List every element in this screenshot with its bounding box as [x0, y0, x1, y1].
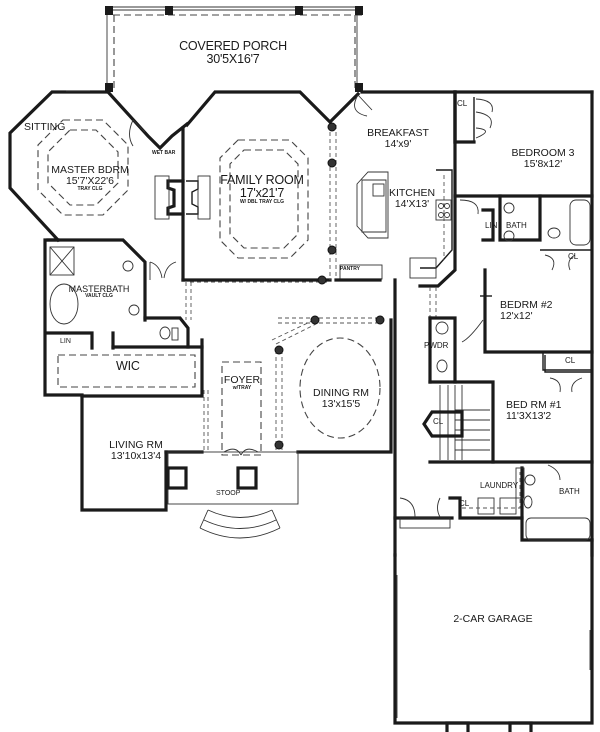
room-masterbath: MASTERBATH VAULT CLG — [64, 284, 134, 300]
bath-label: BATH — [506, 221, 527, 230]
room-sitting: SITTING — [24, 121, 66, 133]
room-name: LIVING RM — [109, 439, 163, 451]
room-powder: PWDR — [424, 341, 449, 350]
room-name: MASTER BDRM — [51, 164, 129, 176]
closet-label: CL — [459, 499, 470, 508]
laundry-bath-walls — [393, 464, 594, 542]
room-dining: DINING RM 13'x15'5 — [306, 387, 376, 411]
room-wic: WIC — [116, 359, 140, 373]
label-linen: LIN — [485, 221, 498, 230]
room-name: BED RM #1 — [506, 399, 562, 411]
room-laundry: LAUNDRY — [480, 481, 519, 490]
room-dimensions: 11'3X13'2 — [506, 410, 552, 423]
label-linen-master: LIN — [60, 338, 71, 345]
label-wet-bar: WET BAR — [152, 150, 176, 156]
covered-porch-outline — [105, 6, 363, 92]
right-wing-walls — [393, 278, 594, 557]
room-bath-garage: BATH — [559, 487, 580, 496]
room-dimensions: 15'8x12' — [523, 158, 563, 171]
room-name: WIC — [116, 359, 140, 373]
label-stoop: STOOP — [216, 490, 240, 497]
room-dimensions: 14'x9' — [384, 138, 412, 151]
room-name: 2-CAR GARAGE — [453, 613, 533, 625]
room-name: SITTING — [24, 121, 66, 133]
room-name: DINING RM — [313, 387, 369, 399]
foyer-dining-walls — [185, 282, 393, 456]
room-name: BREAKFAST — [367, 127, 429, 139]
room-dimensions: 13'x15'5 — [321, 398, 361, 411]
room-bedroom-3: BEDROOM 3 15'8x12' — [498, 147, 588, 171]
closet-label: CL — [568, 252, 579, 261]
room-name: STOOP — [216, 490, 241, 497]
room-name: BEDRM #2 — [500, 299, 553, 311]
closet-bedroom-1: CL — [565, 356, 576, 365]
bedroom-2-walls — [461, 268, 594, 393]
ceiling-note: VAULT CLG — [85, 293, 113, 300]
linen-label: LIN — [60, 338, 71, 345]
room-garage: 2-CAR GARAGE — [440, 613, 546, 625]
room-name: FOYER — [223, 374, 261, 386]
closet-laundry: CL — [459, 499, 470, 508]
label-bath-bedroom-3: BATH — [506, 221, 527, 230]
room-name: WET BAR — [152, 150, 176, 156]
room-dimensions: 14'X13' — [394, 198, 430, 211]
closet-label: CL — [457, 99, 468, 108]
closet-label: CL — [433, 417, 444, 426]
room-dimensions: 12'x12' — [500, 310, 533, 323]
room-breakfast: BREAKFAST 14'x9' — [358, 127, 438, 151]
room-bedroom-2: BEDRM #2 12'x12' — [500, 299, 580, 323]
bedroom-3-walls — [453, 90, 594, 557]
room-name: COVERED PORCH — [179, 39, 287, 53]
room-dimensions: 30'5X16'7 — [206, 52, 260, 67]
room-family-room: FAMILY ROOM 17'x21'7 W/ DBL TRAY CLG — [212, 173, 312, 206]
room-dimensions: 15'7'X22'6 — [65, 175, 115, 188]
room-dimensions: 13'10x13'4 — [110, 450, 162, 463]
room-name: BATH — [559, 487, 580, 496]
room-bedroom-1: BED RM #1 11'3X13'2 — [506, 399, 586, 423]
room-name: LAUNDRY — [480, 481, 519, 490]
stoop-outline — [166, 451, 299, 539]
kitchen-breakfast-walls — [317, 90, 594, 288]
label-pantry: PANTRY — [340, 266, 360, 272]
room-name: PWDR — [424, 341, 449, 350]
master-bedroom-walls — [8, 89, 190, 243]
room-dimensions: 17'x21'7 — [239, 186, 285, 201]
family-room-walls — [154, 90, 361, 283]
closet-stairs: CL — [433, 417, 444, 426]
room-name: KITCHEN — [388, 187, 436, 199]
room-name: BEDROOM 3 — [511, 147, 575, 159]
ceiling-note: w/TRAY — [232, 385, 252, 392]
room-foyer: FOYER w/TRAY — [220, 374, 264, 392]
room-name: PANTRY — [340, 266, 360, 272]
garage-walls — [393, 538, 594, 732]
room-name: FAMILY ROOM — [220, 173, 304, 187]
closet-label: CL — [565, 356, 576, 365]
room-kitchen: KITCHEN 14'X13' — [384, 187, 440, 211]
room-name: MASTERBATH — [68, 284, 130, 294]
ceiling-note: W/ DBL TRAY CLG — [239, 199, 285, 206]
closet-bath: CL — [568, 252, 579, 261]
linen-label: LIN — [485, 221, 498, 230]
room-living: LIVING RM 13'10x13'4 — [96, 439, 176, 463]
ceiling-note: TRAY CLG — [77, 186, 103, 193]
room-covered-porch: COVERED PORCH 30'5X16'7 — [173, 39, 293, 67]
closet-bedroom-3: CL — [457, 99, 468, 108]
room-master-bedroom: MASTER BDRM 15'7'X22'6 TRAY CLG — [44, 164, 136, 193]
